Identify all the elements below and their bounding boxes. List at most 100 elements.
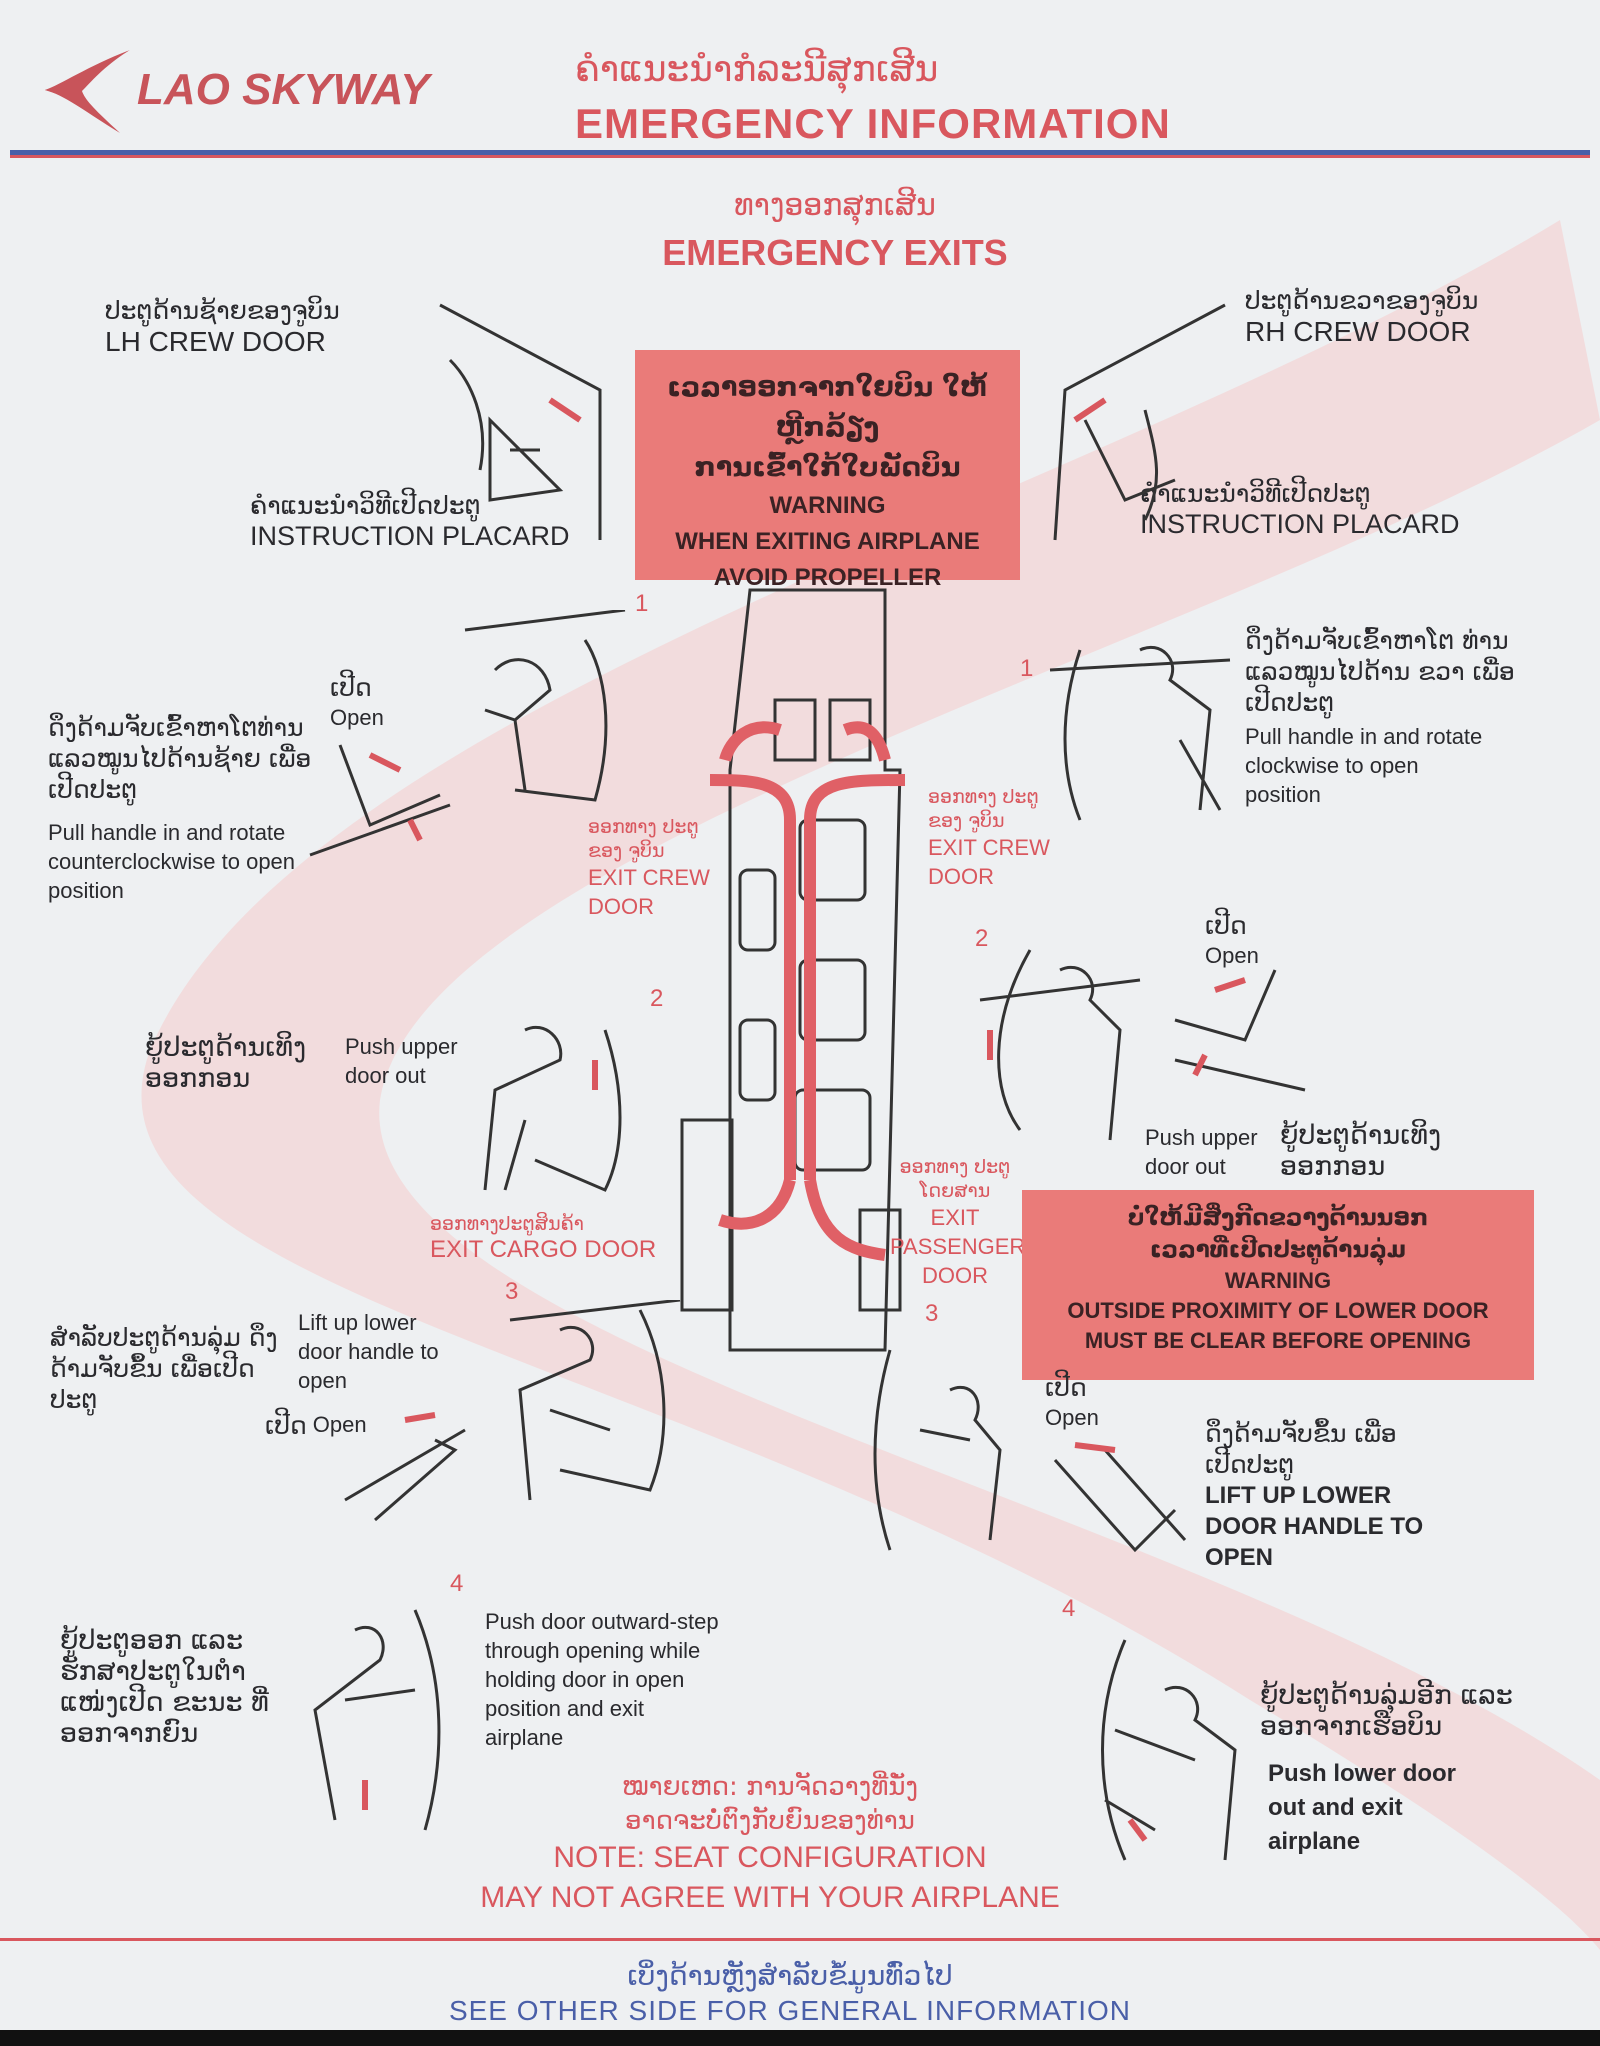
exit-crew-left-lao: ອອກທາງ ປະຕູຂອງ ຈູບິນ [588,816,699,862]
right-step-1-text: Pull handle in and rotate clockwise to o… [1245,724,1483,807]
rh-placard-label: ຄຳແນະນຳວິທີເປີດປະຕູ INSTRUCTION PLACARD [1140,478,1460,540]
lh-crew-door-lao: ປະຕູດ້ານຊ້າຍຂອງຈູບິນ [105,296,340,325]
footer: ເບິ່ງດ້ານຫຼັງສຳລັບຂໍ້ມູນທົ່ວໄປ SEE OTHER… [400,1958,1180,2028]
right-step-3-illustration [873,1349,1002,1551]
left-step-3-handle-illustration [344,1412,466,1522]
left-step-2-number: 2 [650,985,664,1012]
left-step-4-text: Push door outward-step through opening w… [485,1609,719,1750]
right-step-4-illustration [1101,1639,1237,1861]
seat [798,818,867,902]
lh-crew-door-illustration [439,303,602,540]
open-text: Open [1205,943,1259,968]
warning-lower-door-lao-2: ເວລາທີ່ເປີດປະຕູດ້ານລຸ່ມ [1149,1237,1407,1263]
note-lao-1: ໝາຍເຫດ: ການຈັດວາງທີ່ນັ່ງ [621,1772,919,1802]
right-step-2-number: 2 [975,925,989,952]
left-step-1-handle-illustration [309,744,451,857]
right-step-2-handle-illustration [1174,969,1306,1092]
left-step-3-number: 3 [505,1278,519,1305]
exit-cargo-text: EXIT CARGO DOOR [430,1236,657,1263]
lh-crew-door-label: ປະຕູດ້ານຊ້າຍຂອງຈູບິນ LH CREW DOOR [105,295,340,357]
warning-propeller-line-2: WHEN EXITING AIRPLANE [675,528,980,555]
exit-passenger-text: EXIT PASSENGER DOOR [890,1205,1026,1288]
open-text: Open [312,1412,367,1437]
warning-lower-door-line-3: MUST BE CLEAR BEFORE OPENING [1084,1328,1472,1353]
right-step-2-text: Push upper door out [1145,1125,1258,1179]
left-step-4-number: 4 [450,1570,464,1597]
left-step-3-text: Lift up lower door handle to open [298,1310,439,1393]
rh-placard-lao: ຄຳແນະນຳວິທີເປີດປະຕູ [1140,479,1371,508]
left-step-2-lao: ຍູ້ປະຕູດ້ານເທິງ ອອກກອນ [145,1032,307,1094]
left-step-2-illustration [483,1025,622,1192]
rh-crew-door-illustration [1053,303,1226,541]
lh-crew-door-text: LH CREW DOOR [105,326,326,357]
rh-crew-door-text: RH CREW DOOR [1245,316,1471,347]
right-step-3-handle-illustration [1053,1442,1187,1553]
left-step-4-illustration [313,1609,441,1831]
exit-cargo-lao: ອອກທາງປະຕູສິນຄ້າ [430,1213,584,1235]
seat [738,868,777,952]
footer-rule [0,1938,1600,1941]
lh-placard-text: INSTRUCTION PLACARD [250,521,570,551]
warning-lower-door-lao-1: ບໍ່ໃຫ້ມີສິ່ງກີດຂວາງດ້ານນອກ [1127,1205,1429,1231]
bird-logo-icon [45,50,130,133]
photo-edge [0,2030,1600,2046]
exit-cargo-door: ອອກທາງປະຕູສິນຄ້າ EXIT CARGO DOOR [430,1212,656,1264]
right-step-2-lao: ຍູ້ປະຕູດ້ານເທິງ ອອກກອນ [1280,1120,1442,1182]
note-line-2: MAY NOT AGREE WITH YOUR AIRPLANE [480,1881,1060,1914]
left-step-3-illustration [509,1300,681,1501]
passenger-door [858,1208,902,1312]
warning-lower-door-box: ບໍ່ໃຫ້ມີສິ່ງກີດຂວາງດ້ານນອກ ເວລາທີ່ເປີດປະ… [1022,1190,1534,1380]
right-step-1-illustration [1049,645,1231,821]
lh-placard-label: ຄຳແນະນຳວິທີເປີດປະຕູ INSTRUCTION PLACARD [250,490,570,552]
right-step-2-illustration [979,949,1141,1141]
seat [798,958,867,1042]
warning-lower-door-line-2: OUTSIDE PROXIMITY OF LOWER DOOR [1067,1298,1489,1323]
right-step-1-number: 1 [1020,655,1034,682]
exit-passenger-door: ອອກທາງ ປະຕູໂດຍສານ EXIT PASSENGER DOOR [890,1155,1026,1290]
lh-placard-lao: ຄຳແນະນຳວິທີເປີດປະຕູ [250,491,481,520]
left-step-1-lao: ດຶງດ້າມຈັບເຂົ້າຫາໂຕທ່ານ ແລວໝູນໄປດ້ານຊ້າຍ… [48,713,312,804]
note-lao-2: ອາດຈະບໍ່ຕົງກັບຍົນຂອງທ່ານ [625,1806,915,1836]
warning-propeller-lao-1: ເວລາອອກຈາກໃຍບິນ ໃຫ້ຫຼີກລ້ຽງ [667,372,988,443]
exit-crew-door-right: ອອກທາງ ປະຕູຂອງ ຈູບິນ EXIT CREW DOOR [928,785,1058,891]
right-step-4-text: Push lower door out and exit airplane [1268,1760,1457,1855]
rh-placard-text: INSTRUCTION PLACARD [1140,509,1460,539]
open-lao: ເປີດ [1045,1373,1087,1402]
exit-passenger-lao: ອອກທາງ ປະຕູໂດຍສານ [899,1156,1011,1202]
rh-crew-door-label: ປະຕູດ້ານຂວາຂອງຈູບິນ RH CREW DOOR [1245,285,1478,347]
exit-crew-door-left: ອອກທາງ ປະຕູຂອງ ຈູບິນ EXIT CREW DOOR [588,815,718,921]
footer-lao: ເບິ່ງດ້ານຫຼັງສຳລັບຂໍ້ມູນທົ່ວໄປ [627,1959,953,1992]
note-line-1: NOTE: SEAT CONFIGURATION [553,1841,987,1874]
left-step-1-illustration [464,610,626,802]
left-step-3-lao: ສຳລັບປະຕູດ້ານລຸ່ມ ດຶງດ້າມຈັບຂຶ້ນ ເພື່ອເປ… [50,1323,278,1414]
left-step-1-text: Pull handle in and rotate counterclockwi… [48,820,296,903]
section-title-lao: ທາງອອກສຸກເສີນ [734,188,936,223]
right-step-4-lao: ຍູ້ປະຕູດ້ານລຸ່ມອີກ ແລະ ອອກຈາກເຮືອບິນ [1260,1680,1513,1742]
seat-config-note: ໝາຍເຫດ: ການຈັດວາງທີ່ນັ່ງ ອາດຈະບໍ່ຕົງກັບຍ… [440,1770,1100,1918]
right-step-1-lao: ດຶງດ້າມຈັບເຂົ້າຫາໂຕ ທ່ານ ແລວໝູນໄປດ້ານ ຂວ… [1245,626,1515,717]
seat [738,1018,777,1102]
header-rule-red [10,155,1590,158]
header-rule [10,150,1590,155]
header-title-lao: ຄຳແນະນຳກໍລະນີສຸກເສີນ [575,49,939,90]
brand-logo: LAO SKYWAY [40,45,430,135]
warning-lower-door-line-1: WARNING [1224,1268,1332,1293]
cargo-door [680,1118,734,1312]
warning-propeller-box: ເວລາອອກຈາກໃຍບິນ ໃຫ້ຫຼີກລ້ຽງ ການເຂົ້າໃກ້ໃ… [635,350,1020,591]
warning-propeller-line-1: WARNING [769,492,886,519]
warning-propeller-line-3: AVOID PROPELLER [713,564,942,591]
aircraft-floor-plan [680,588,906,1352]
section-title: EMERGENCY EXITS [662,232,1008,273]
rh-crew-door-lao: ປະຕູດ້ານຂວາຂອງຈູບິນ [1245,286,1479,315]
footer-text: SEE OTHER SIDE FOR GENERAL INFORMATION [448,1995,1132,2026]
exit-crew-right-lao: ອອກທາງ ປະຕູຂອງ ຈູບິນ [928,786,1039,832]
header-title: EMERGENCY INFORMATION [575,100,1171,147]
exit-crew-right-text: EXIT CREW DOOR [928,835,1050,889]
open-lao: ເປີດ [265,1411,307,1440]
right-step-3-number: 3 [925,1300,939,1327]
exit-arrows [709,721,906,1261]
left-step-2-text: Push upper door out [345,1034,458,1088]
